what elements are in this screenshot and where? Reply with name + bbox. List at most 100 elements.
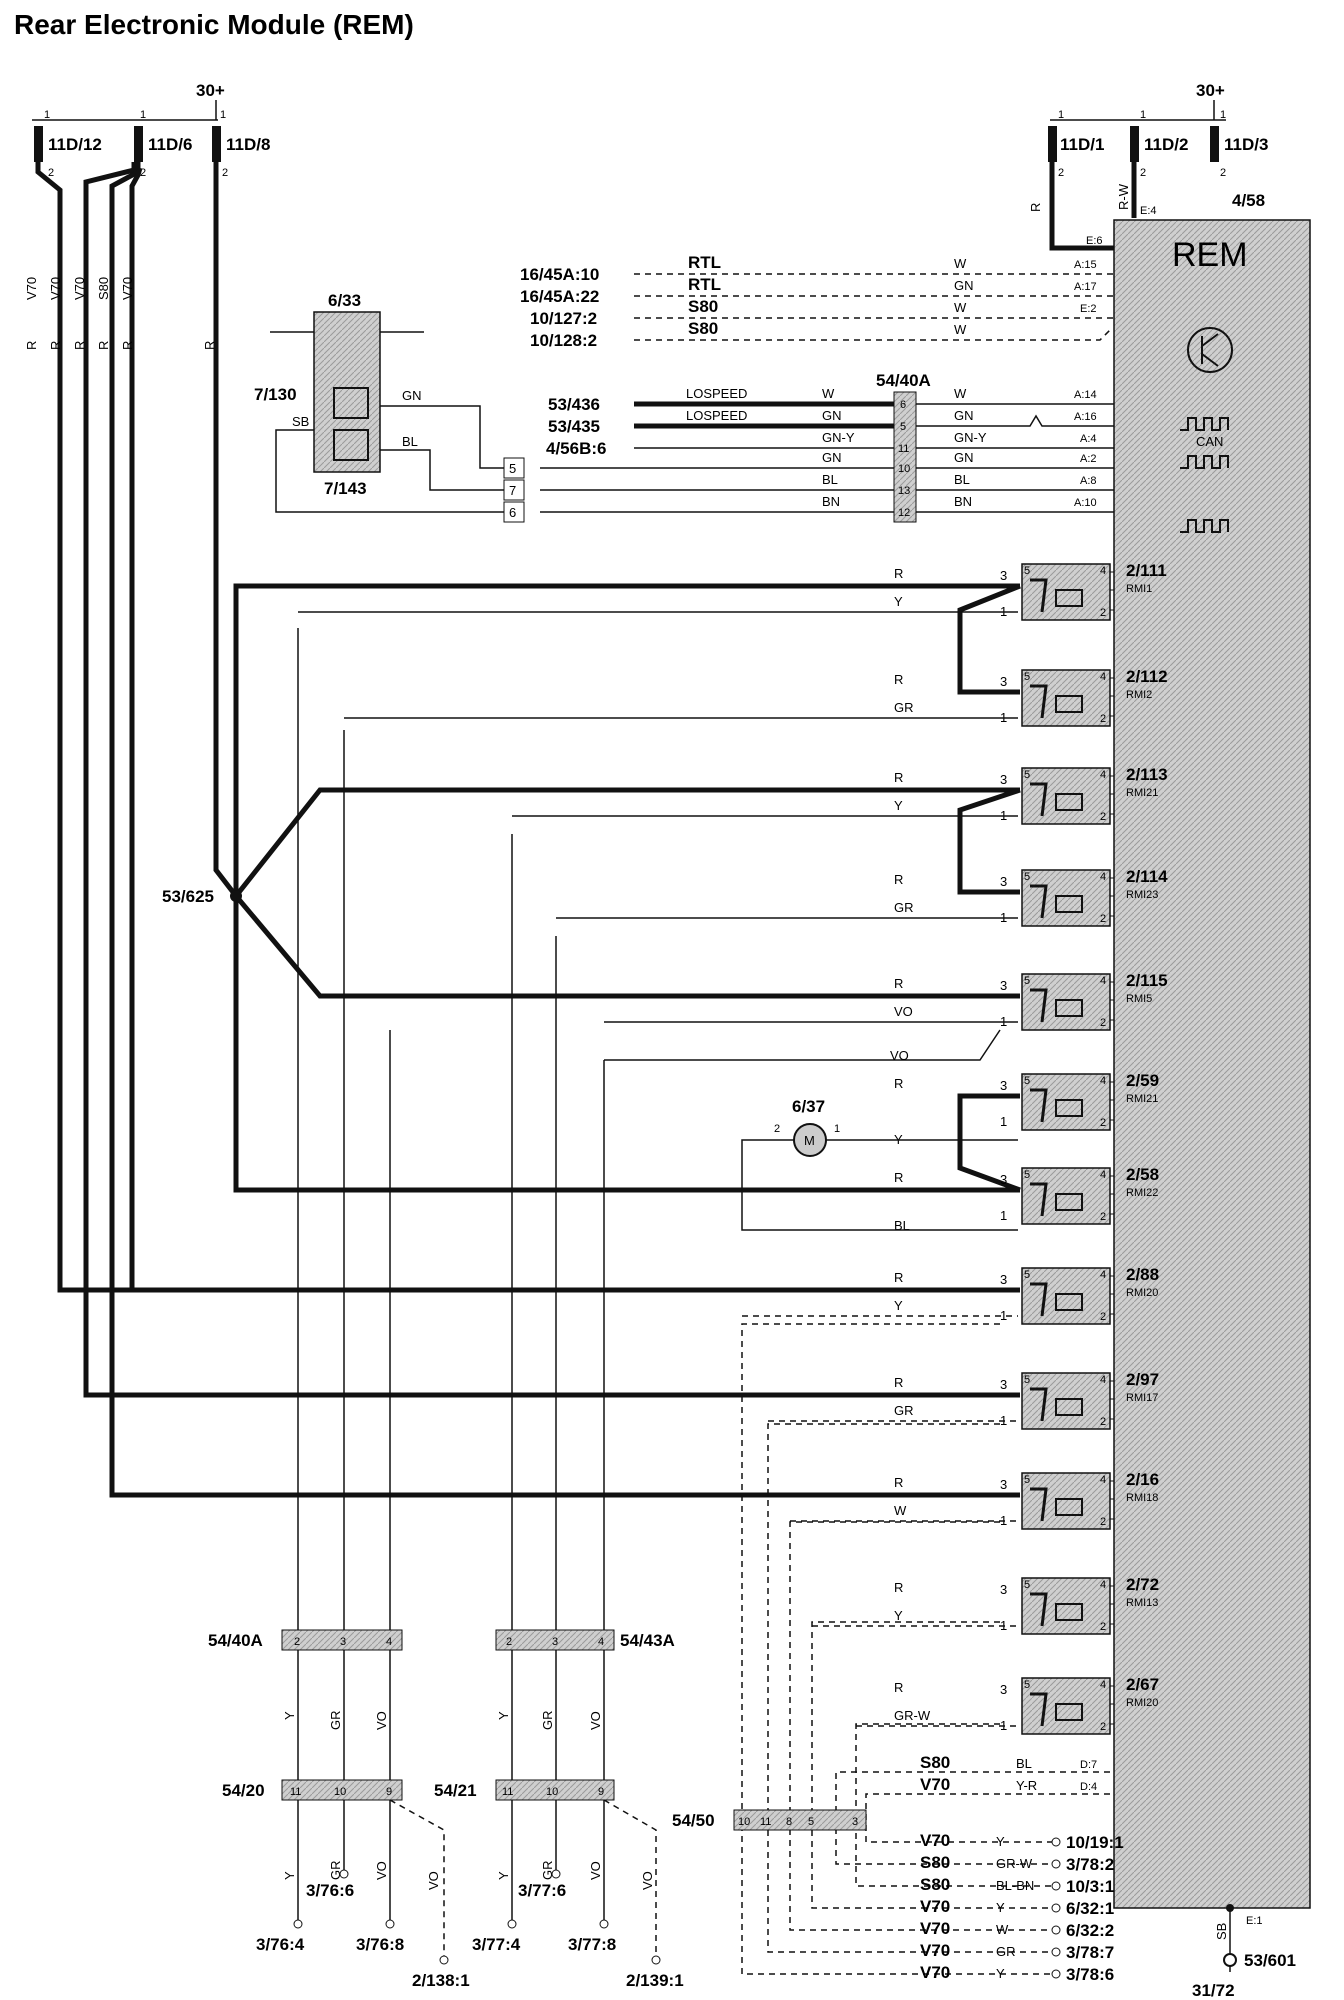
relay-id: 2/58 (1126, 1165, 1159, 1184)
relay-pin: 5 (1024, 975, 1030, 987)
relay-sub: RMI20 (1126, 1287, 1158, 1299)
input-model: RTL (688, 253, 721, 272)
relay-pin: 5 (1024, 1075, 1030, 1087)
terminal-number: 7 (509, 483, 516, 498)
list-color: GR-W (996, 1856, 1033, 1871)
terminal-box (503, 501, 525, 523)
relay-pin: 2 (1100, 1621, 1106, 1633)
terminal-label: 3/76:8 (356, 1935, 404, 1954)
relay-pin: 5 (1024, 1679, 1030, 1691)
relay-contact-icon (1030, 684, 1048, 719)
ground-point: 31/72 (1192, 1981, 1235, 2000)
conn-color: GN-Y (954, 430, 987, 445)
relay-body (1021, 1577, 1111, 1635)
ground-splice: 53/601 (1244, 1951, 1296, 1970)
relay-coil-icon (1055, 1293, 1083, 1311)
relay-id: 2/88 (1126, 1265, 1159, 1284)
relay-pin: 5 (1024, 1474, 1030, 1486)
relay-pin: 4 (1100, 565, 1106, 577)
relay-feed-color: R (894, 1170, 903, 1185)
conn-color: BL (822, 472, 838, 487)
relay-ctrl-color: Y (894, 1608, 903, 1623)
relay-contact-icon (1030, 884, 1048, 919)
relay-ctrl-color: GR (894, 900, 914, 915)
relay-id: 2/114 (1126, 867, 1168, 886)
relay-feed-color: R (894, 1375, 903, 1390)
rem-pin: A:4 (1080, 433, 1097, 445)
relay-ctrl-color: Y (894, 594, 903, 609)
fuse-11d3-label: 11D/3 (1224, 135, 1268, 154)
pwm-signal-icon (1180, 519, 1229, 533)
lower-color: Y-R (1016, 1778, 1037, 1793)
relay-coil-icon (1055, 1703, 1083, 1721)
connector-id: 54/43A (620, 1631, 675, 1650)
relay-feed-color: R (894, 770, 903, 785)
wire-color-label: GR (328, 1711, 343, 1731)
wire-color-label: Y (496, 1711, 511, 1720)
wire-gn: GN (402, 388, 422, 403)
relay-pin: 3 (1000, 1582, 1007, 1597)
relay-coil-icon (1055, 1193, 1083, 1211)
rem-name: REM (1172, 236, 1248, 274)
relay-contact-icon (1030, 1487, 1048, 1522)
wire-color-label: R (202, 341, 217, 350)
fuse-pin: 1 (1058, 109, 1064, 121)
wire-color-label: VO (374, 1711, 389, 1730)
ground: E:1 SB 53/601 31/72 (1192, 1904, 1296, 2000)
wire-color-label: SB (1214, 1923, 1229, 1940)
list-model: V70 (920, 1941, 950, 1960)
terminal-icon (1051, 1837, 1061, 1847)
rem-pin: E:1 (1246, 1915, 1263, 1927)
wire-color-label: Y (282, 1711, 297, 1720)
rem-pin: A:17 (1074, 281, 1097, 293)
list-color: GR (996, 1944, 1016, 1959)
motor-637-id: 6/37 (792, 1097, 825, 1116)
rem-id: 4/58 (1232, 191, 1265, 210)
fuse-11d2-label: 11D/2 (1144, 135, 1188, 154)
conn-pin: 9 (598, 1786, 604, 1798)
conn-pin: 8 (786, 1816, 792, 1828)
relay-sub: RMI5 (1126, 993, 1152, 1005)
relay-sub: RMI1 (1126, 583, 1152, 595)
relay-pin: 1 (1000, 1308, 1007, 1323)
relay-pin: 3 (1000, 1272, 1007, 1287)
conn-pin: 3 (552, 1636, 558, 1648)
terminal-label: 3/77:4 (472, 1935, 521, 1954)
relay-body (1021, 1073, 1111, 1131)
fuse-11d6 (134, 126, 143, 162)
terminal-icon (1051, 1925, 1061, 1935)
relay-id: 2/97 (1126, 1370, 1159, 1389)
relay-feed-color: R (894, 1076, 903, 1091)
splice-label: 53/625 (162, 887, 214, 906)
list-color: Y (996, 1900, 1005, 1915)
rem-pin: A:16 (1074, 411, 1097, 423)
right-fuse-group: 30+ 11D/1 11D/2 11D/3 1 2 1 2 1 2 R R-W … (1028, 81, 1268, 251)
relay-contact-icon (1030, 988, 1048, 1023)
list-target: 3/78:6 (1066, 1965, 1114, 1984)
input-color: W (954, 322, 967, 337)
terminal-label: 3/76:6 (306, 1881, 354, 1900)
can-signal-icon (1180, 417, 1229, 431)
conn-color: GN (954, 450, 974, 465)
list-target: 3/78:7 (1066, 1943, 1114, 1962)
list-color: Y (996, 1834, 1005, 1849)
relay-pin: 4 (1100, 769, 1106, 781)
bottom-connectors: 54/40A 2 3 4 54/43A 2 3 4 54/20 11 10 9 … (208, 1629, 867, 1831)
wire-color-label: VO (640, 1871, 655, 1890)
conn-pin: 11 (760, 1816, 771, 1828)
terminal-icon (1051, 1947, 1061, 1957)
relay-feed-color: R (894, 1580, 903, 1595)
terminal-box (503, 457, 525, 479)
fuse-11d6-label: 11D/6 (148, 135, 192, 154)
relay-id: 2/67 (1126, 1675, 1159, 1694)
relay-feed-color: R (894, 566, 903, 581)
relay-pin: 3 (1000, 1377, 1007, 1392)
wire-color-label: VO (374, 1861, 389, 1880)
relay-coil-icon (1055, 1498, 1083, 1516)
relay-sub: RMI2 (1126, 689, 1152, 701)
wire-color-label: Y (496, 1871, 511, 1880)
conn-pin: 10 (898, 463, 910, 475)
list-model: S80 (920, 1853, 950, 1872)
